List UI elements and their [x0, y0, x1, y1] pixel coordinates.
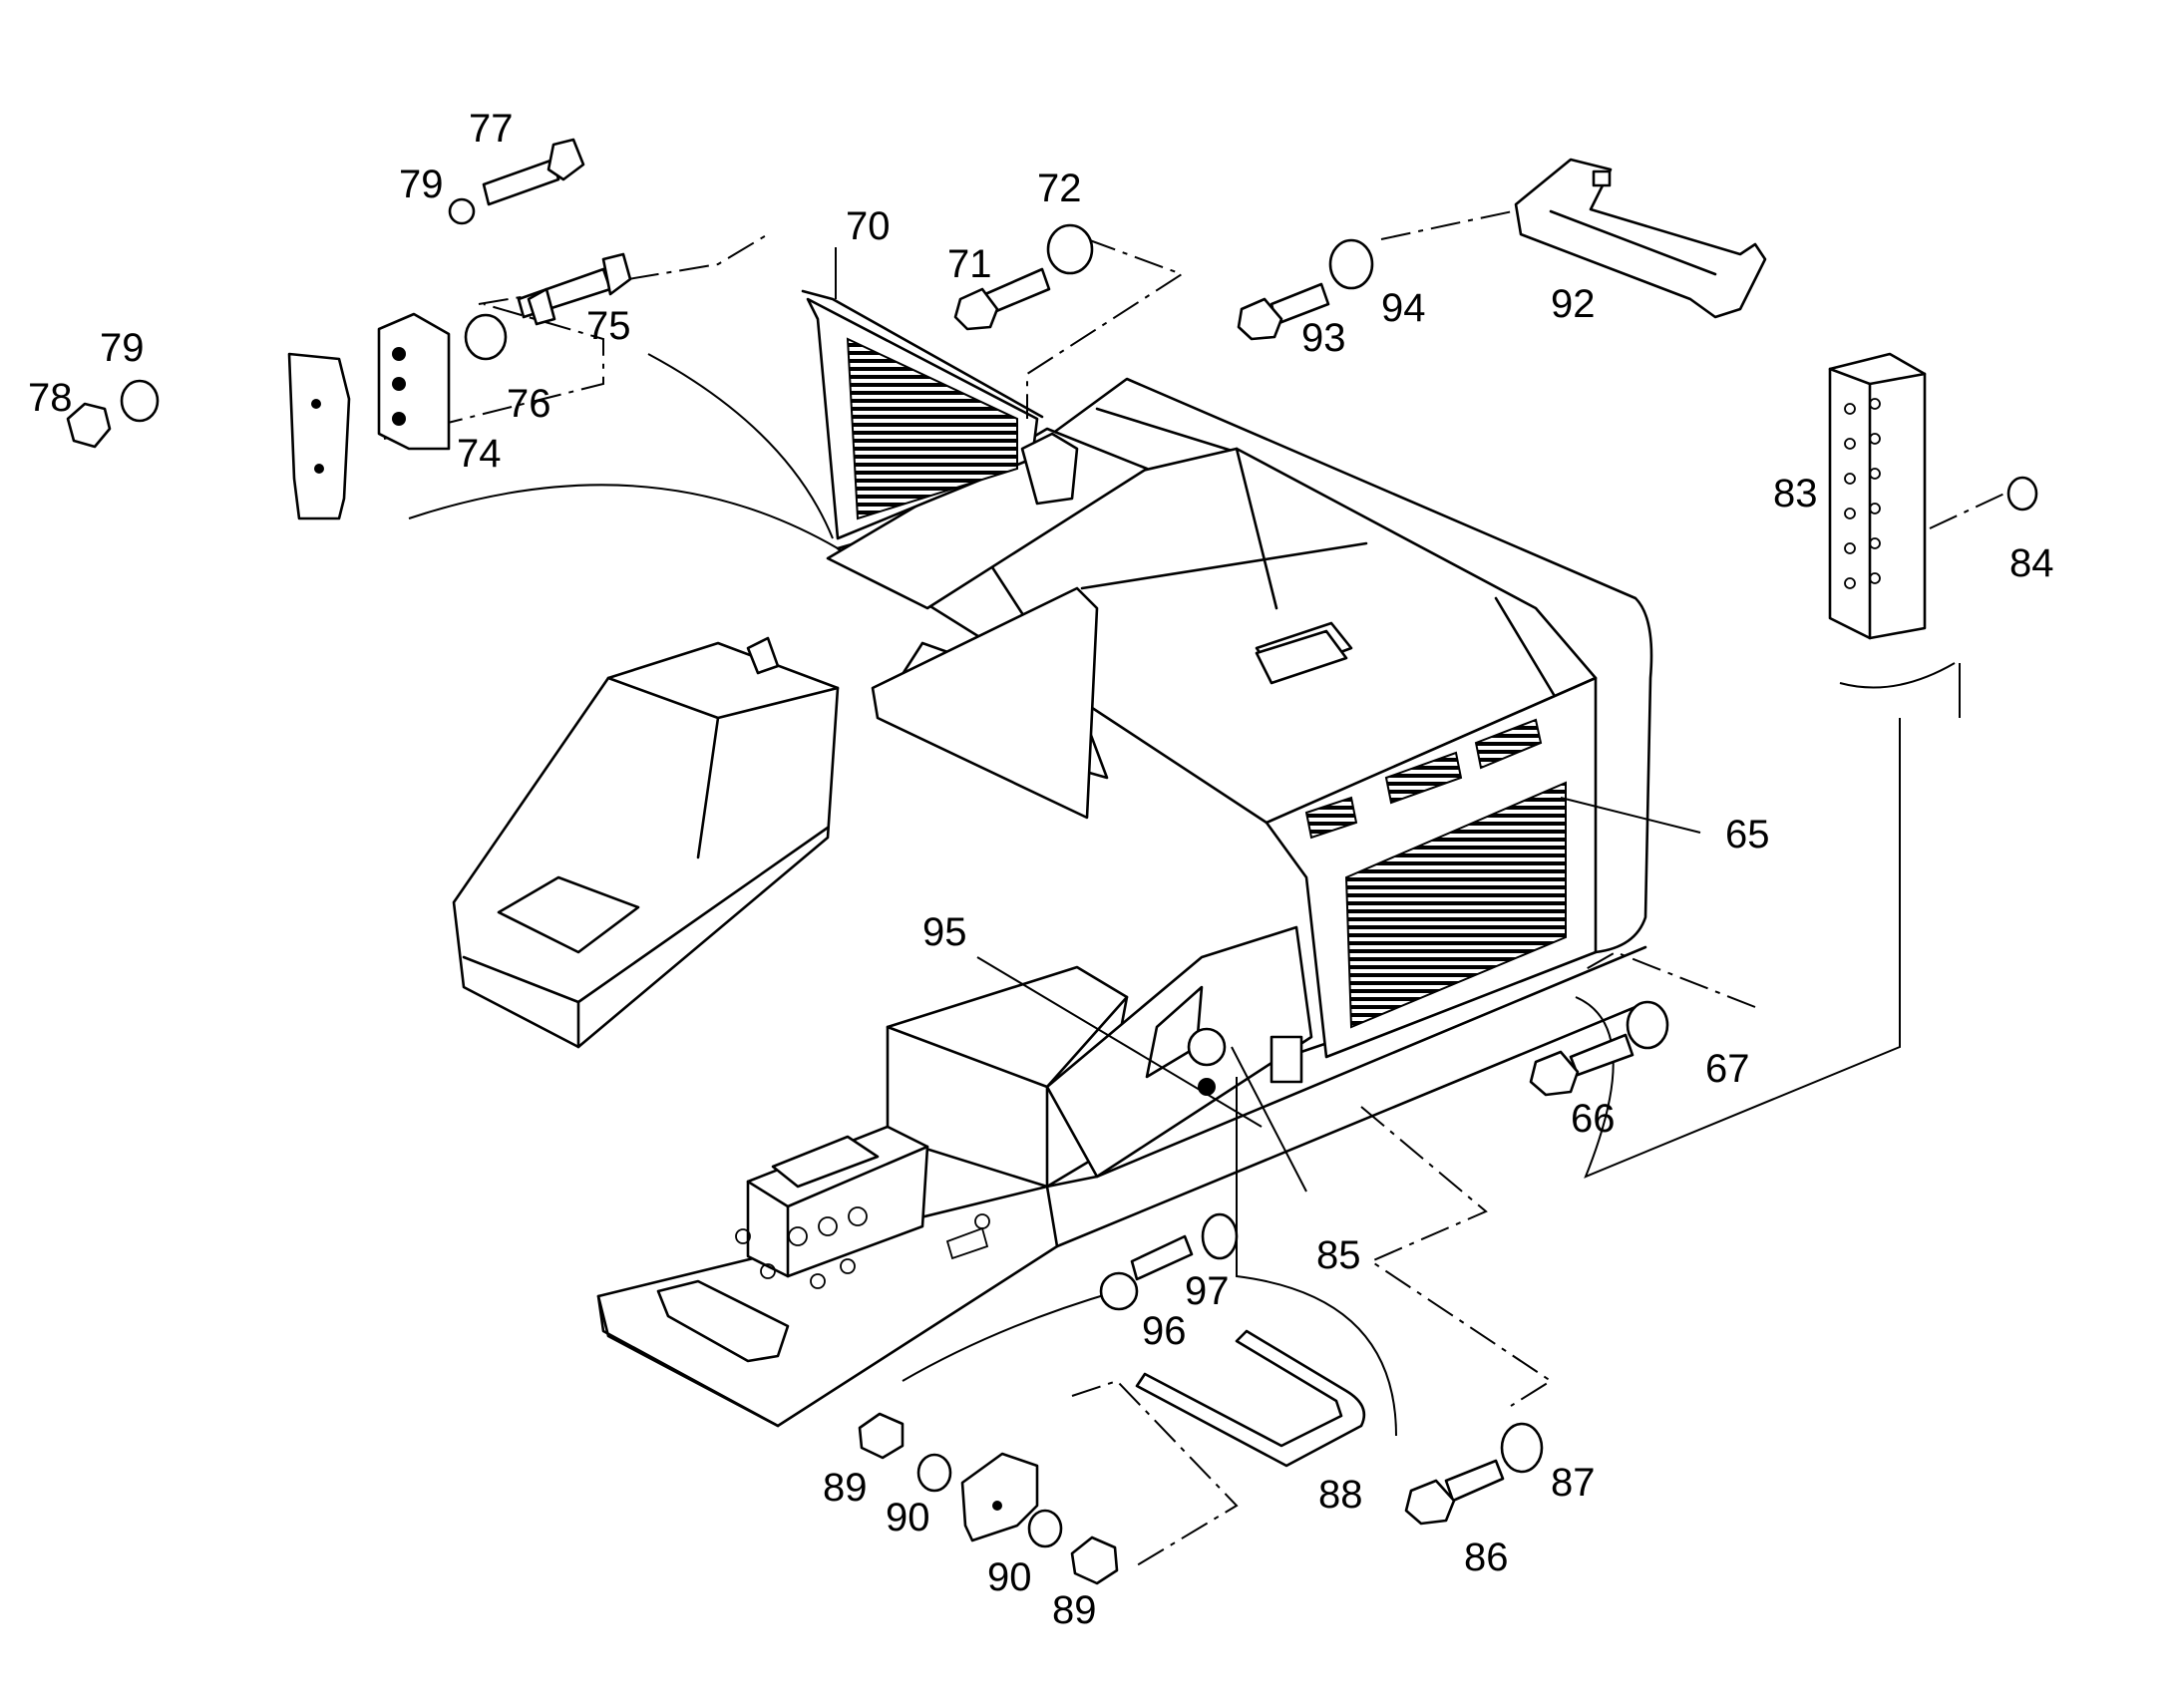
washer-79-upper: [448, 197, 476, 225]
washer-97: [1201, 1212, 1239, 1260]
callout-89-upper: 89: [823, 1466, 868, 1510]
callout-86: 86: [1464, 1536, 1509, 1579]
callout-72: 72: [1037, 167, 1082, 210]
washer-94: [1328, 238, 1374, 290]
hardware-parts: [66, 138, 2038, 1585]
callout-94: 94: [1381, 286, 1426, 330]
callout-65: 65: [1725, 813, 1770, 856]
callout-96: 96: [1142, 1309, 1187, 1353]
washer-90-lower: [1027, 1509, 1063, 1548]
callout-92: 92: [1551, 282, 1596, 326]
callout-97: 97: [1185, 1269, 1230, 1313]
callout-85: 85: [1316, 1233, 1361, 1277]
callout-83: 83: [1773, 472, 1818, 515]
callout-70: 70: [846, 204, 891, 248]
nut-89-upper: [858, 1412, 905, 1460]
callout-66: 66: [1571, 1097, 1616, 1141]
callout-79-lower: 79: [100, 326, 145, 370]
bracket-plate: [960, 1452, 1039, 1542]
leader-lines: [408, 247, 1961, 1437]
nut-89-lower: [1070, 1536, 1119, 1585]
callout-71: 71: [947, 242, 992, 286]
clamp-block-74: [377, 312, 451, 451]
u-bolt-88: [1135, 1329, 1366, 1468]
bolt-96: [1099, 1234, 1194, 1311]
washer-76: [464, 313, 508, 361]
callout-90-lower: 90: [987, 1555, 1032, 1599]
callout-78: 78: [28, 376, 73, 420]
callout-77: 77: [469, 107, 514, 151]
bolt-77: [482, 138, 585, 206]
washer-84: [2006, 476, 2038, 512]
callout-84: 84: [2009, 541, 2054, 585]
bolt-75: [517, 252, 632, 326]
callout-90-upper: 90: [886, 1496, 930, 1539]
callout-87: 87: [1551, 1461, 1596, 1505]
callout-93: 93: [1301, 316, 1346, 360]
callout-79-upper: 79: [399, 163, 444, 206]
washer-72: [1046, 223, 1094, 275]
callout-76: 76: [507, 382, 551, 426]
callout-95: 95: [922, 910, 967, 954]
counterweight-bar-83: [1828, 352, 1927, 640]
bolt-93: [1237, 282, 1330, 341]
callout-67: 67: [1705, 1047, 1750, 1091]
washer-90-upper: [916, 1453, 952, 1493]
callout-88: 88: [1318, 1473, 1363, 1517]
callout-75: 75: [586, 304, 631, 348]
plate-left: [287, 352, 351, 520]
washer-79-lower: [120, 379, 160, 423]
nut-78: [66, 402, 112, 449]
callout-89-lower: 89: [1052, 1588, 1097, 1632]
callout-labels: 65 66 67 70 71 72 74 75 76 77 78 79 79 8…: [28, 107, 2054, 1632]
bolt-86: [1404, 1459, 1505, 1526]
step-bracket-92: [1514, 158, 1767, 319]
washer-87: [1500, 1422, 1544, 1474]
washer-67: [1626, 1000, 1669, 1050]
callout-74: 74: [457, 432, 502, 476]
bolt-71: [953, 267, 1051, 331]
machine-body: [452, 289, 1653, 1428]
bolt-66: [1529, 1033, 1635, 1097]
